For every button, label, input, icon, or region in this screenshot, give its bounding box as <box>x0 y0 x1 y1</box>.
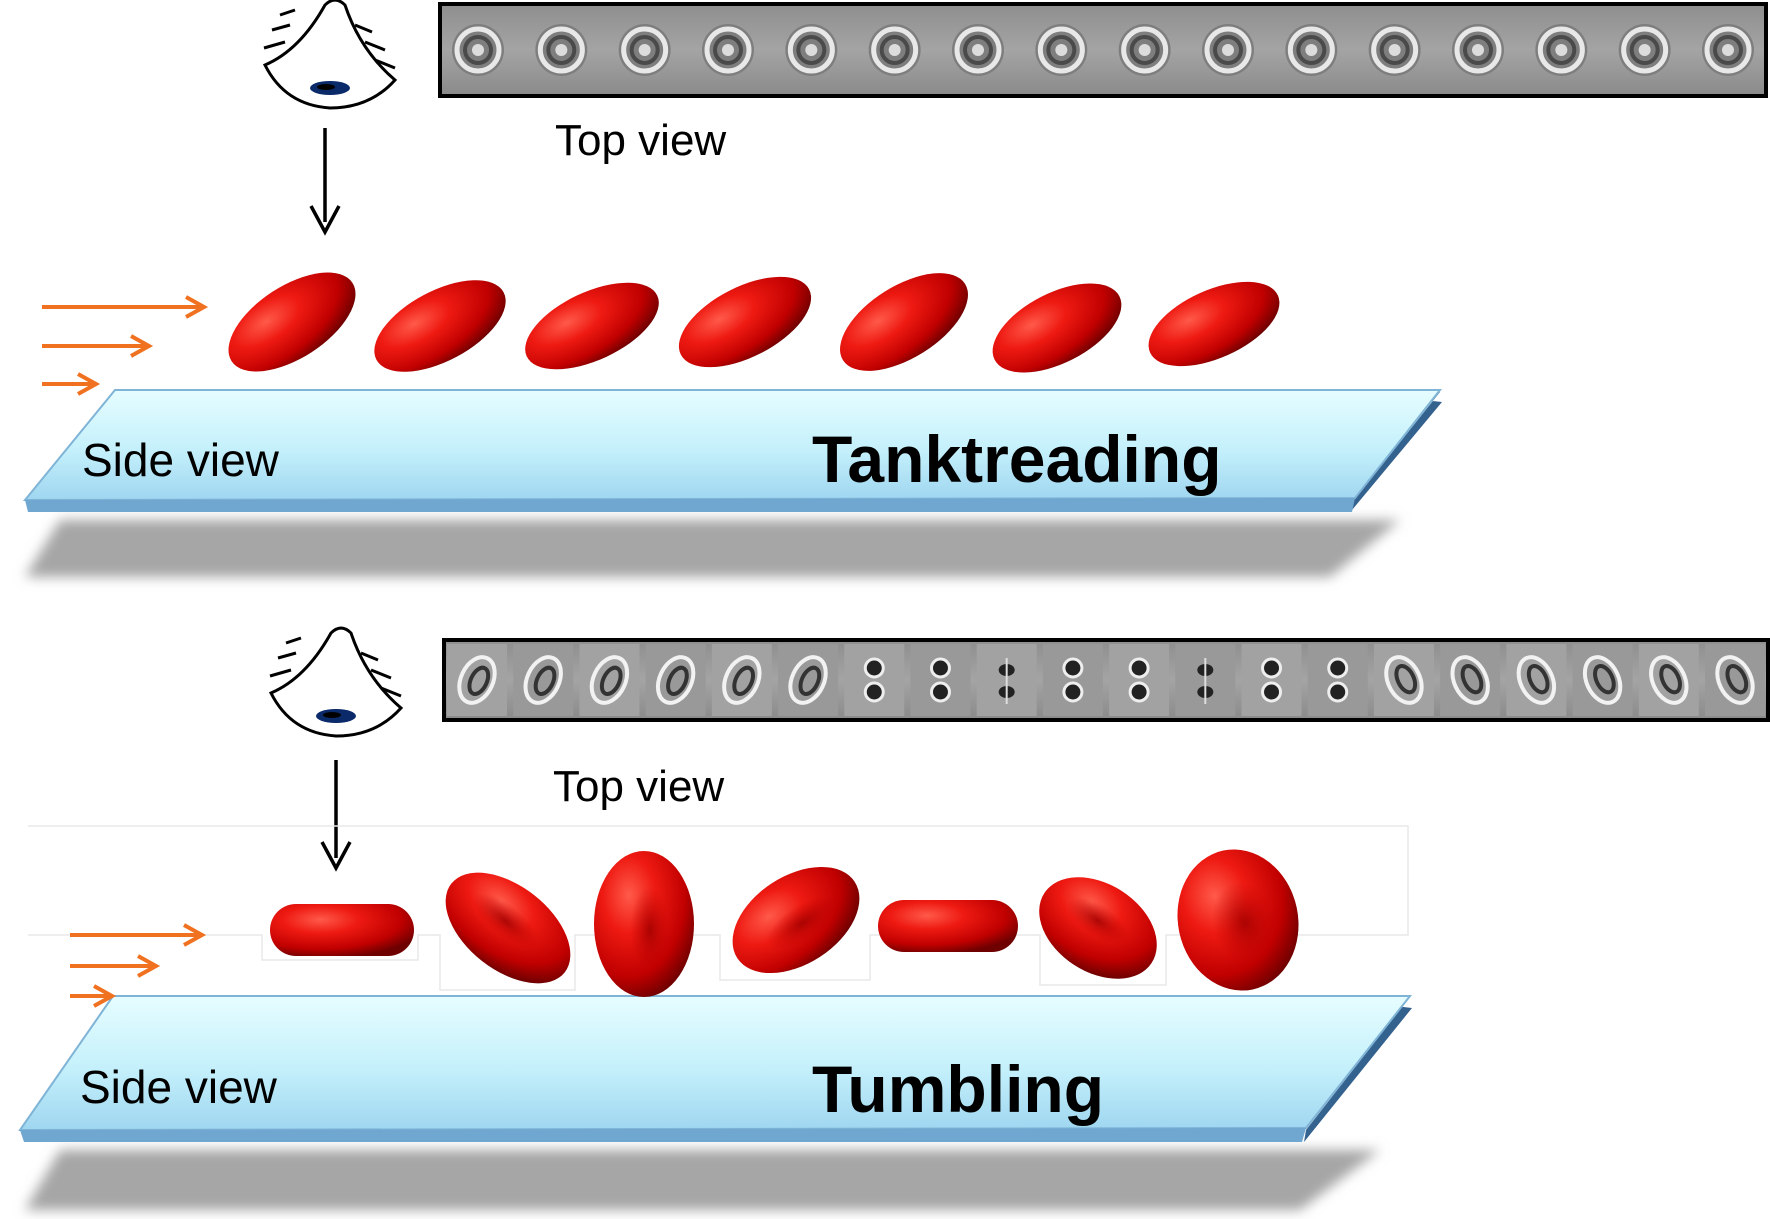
top-view-cell <box>579 644 640 716</box>
top-view-cell <box>1118 24 1171 76</box>
top-view-cell <box>1109 644 1170 716</box>
red-blood-cell <box>445 872 571 984</box>
red-blood-cell <box>1039 877 1157 979</box>
plate-shadow <box>25 1150 1380 1210</box>
tanktreading-cells <box>228 272 1280 373</box>
top-view-cell <box>976 644 1037 716</box>
top-view-cell <box>1506 644 1567 716</box>
mode-label-tumbling: Tumbling <box>812 1052 1104 1126</box>
cell-frame-outline <box>28 825 1409 991</box>
top-view-label: Top view <box>555 116 726 165</box>
top-view-cell <box>513 644 574 716</box>
eye-icon <box>262 0 398 110</box>
top-view-cell <box>535 24 588 76</box>
red-blood-cell <box>228 272 356 372</box>
top-view-cell <box>1572 644 1633 716</box>
red-blood-cell <box>840 273 968 371</box>
top-view-cell <box>952 24 1004 76</box>
top-view-cell <box>1705 644 1765 716</box>
top-view-cell <box>1042 644 1103 716</box>
top-view-cell <box>711 644 772 716</box>
top-view-cell <box>1618 24 1671 76</box>
red-blood-cell <box>678 276 812 368</box>
top-view-cell <box>1440 644 1501 716</box>
down-arrow-icon <box>320 760 352 872</box>
top-view-cell <box>910 644 971 716</box>
down-arrow-icon <box>309 128 341 236</box>
top-view-cell <box>1638 644 1699 716</box>
red-blood-cell <box>732 866 860 974</box>
panel-tumbling: Top view Side view Tumbling <box>18 626 1770 1210</box>
top-view-cell <box>785 24 838 76</box>
top-view-cell <box>645 644 706 716</box>
flow-plate <box>22 389 1443 512</box>
flow-arrow-icon <box>42 295 209 396</box>
plate-shadow <box>25 520 1400 577</box>
top-view-cell <box>1702 24 1754 76</box>
top-view-cell <box>1202 24 1254 76</box>
red-blood-cell <box>594 851 694 997</box>
red-blood-cell <box>1148 281 1280 367</box>
top-view-cell <box>702 24 754 76</box>
eye-icon <box>268 626 404 738</box>
top-view-cell <box>1035 24 1088 76</box>
top-view-cell <box>778 644 839 716</box>
panel-tanktreading: Top view Side view Tanktreading <box>22 0 1768 577</box>
red-blood-cell <box>1177 849 1299 991</box>
top-view-cell <box>868 24 921 76</box>
red-blood-cell <box>525 282 659 370</box>
top-view-cell <box>1175 644 1236 716</box>
flow-plate <box>18 995 1413 1142</box>
top-view-cell <box>844 644 905 716</box>
mode-label-tanktreading: Tanktreading <box>812 422 1222 496</box>
top-view-cell <box>447 644 507 716</box>
red-blood-cell <box>270 904 414 956</box>
top-view-cell <box>1535 24 1588 76</box>
red-blood-cell <box>374 280 506 372</box>
top-view-label: Top view <box>553 762 724 811</box>
top-view-cell <box>1285 24 1338 76</box>
top-view-image-strip <box>438 2 1768 98</box>
red-blood-cell <box>992 283 1122 373</box>
top-view-cell <box>1241 644 1302 716</box>
side-view-label: Side view <box>82 434 280 486</box>
top-view-image-strip <box>442 638 1770 722</box>
top-view-cell <box>618 24 671 76</box>
top-view-cell <box>452 24 504 76</box>
top-view-cell <box>1368 24 1421 76</box>
flow-arrow-icon <box>70 923 207 1008</box>
side-view-label: Side view <box>80 1061 278 1113</box>
red-blood-cell <box>878 900 1018 952</box>
top-view-cell <box>1452 24 1504 76</box>
tumbling-cells <box>270 849 1299 997</box>
top-view-cell <box>1373 644 1434 716</box>
top-view-cell <box>1307 644 1368 716</box>
